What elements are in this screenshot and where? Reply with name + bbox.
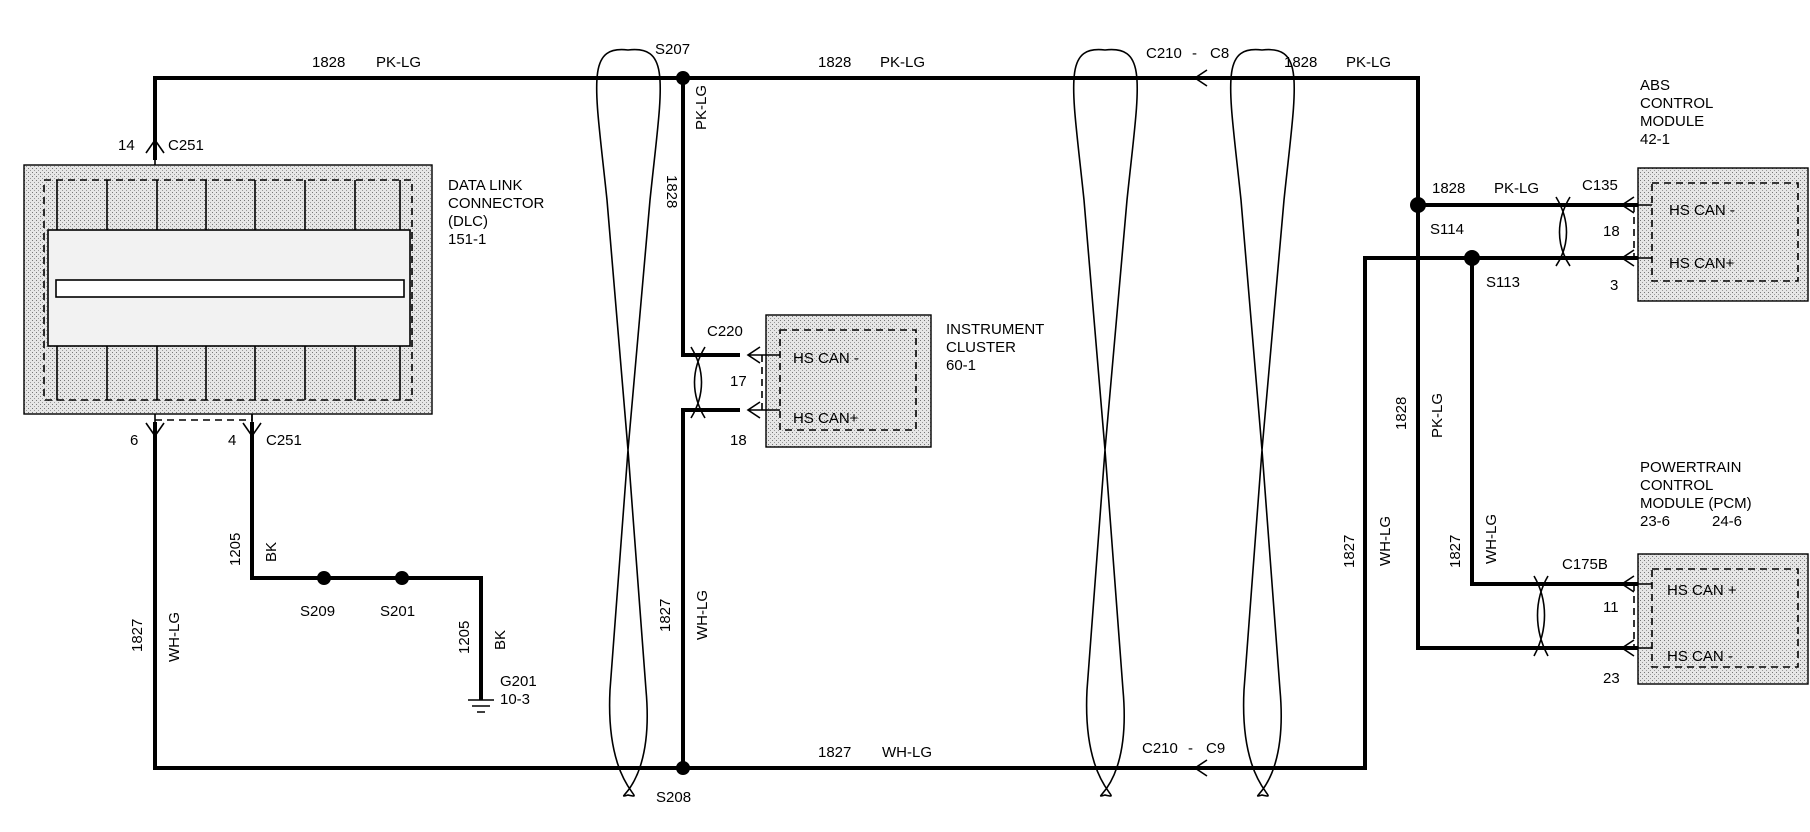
wire-label-num: 1827 [657, 599, 674, 632]
splice-label-s208: S208 [656, 789, 691, 806]
wire-label-num: 1828 [1284, 54, 1317, 71]
pcm-title-line: POWERTRAIN [1640, 459, 1741, 476]
connector-label-c9: C9 [1206, 740, 1225, 757]
splice-s113 [1464, 250, 1480, 266]
pin-number: 14 [118, 137, 135, 154]
splice-s207 [676, 71, 690, 85]
wire-label-num: 1827 [1447, 535, 1464, 568]
connector-chevrons [145, 69, 1652, 777]
wire-label-num: 1828 [1393, 397, 1410, 430]
connector-label-c175b: C175B [1562, 556, 1608, 573]
wire-label-num: 1828 [818, 54, 851, 71]
ground-icon [468, 699, 494, 713]
connector-label-dash: - [1188, 740, 1193, 757]
connector-label-c251: C251 [168, 137, 204, 154]
pin-number: 23 [1603, 670, 1620, 687]
pin-number: 4 [228, 432, 236, 449]
connector-label-dash: - [1192, 45, 1197, 62]
abs-pin-hs-can-high: HS CAN+ [1669, 255, 1735, 272]
ic-pin-hs-can-high: HS CAN+ [793, 410, 859, 427]
wire-label-num: 1828 [1432, 180, 1465, 197]
wire-label-num: 1827 [818, 744, 851, 761]
dlc-title-line: CONNECTOR [448, 195, 545, 212]
wire-label-num: 1827 [129, 619, 146, 652]
connector-label-c220: C220 [707, 323, 743, 340]
pin-number: 6 [130, 432, 138, 449]
splice-label-s113: S113 [1486, 274, 1520, 291]
pcm-title-line: CONTROL [1640, 477, 1713, 494]
abs-pin-hs-can-low: HS CAN - [1669, 202, 1735, 219]
ground-label: G201 [500, 673, 537, 690]
pcm-title-line: MODULE (PCM) [1640, 495, 1752, 512]
wire-label-color: PK-LG [1494, 180, 1539, 197]
pin-number: 18 [730, 432, 747, 449]
splice-s201 [395, 571, 409, 585]
wire-label-color: WH-LG [1483, 514, 1500, 564]
pcm-ref: 23-6 [1640, 513, 1670, 530]
pcm-title: POWERTRAIN CONTROL MODULE (PCM) 23-6 24-… [1640, 459, 1752, 530]
pin-number: 18 [1603, 223, 1620, 240]
twisted-pair-marks [690, 196, 1571, 657]
wire-label-num: 1828 [312, 54, 345, 71]
pin-number: 3 [1610, 277, 1618, 294]
ic-title-line: CLUSTER [946, 339, 1016, 356]
abs-module-component: HS CAN - HS CAN+ [1637, 167, 1809, 302]
pcm-pin-hs-can-high: HS CAN + [1667, 582, 1737, 599]
connector-label-c210: C210 [1146, 45, 1182, 62]
wire-label-num: 1827 [1341, 535, 1358, 568]
pin-number: 11 [1603, 599, 1619, 616]
ic-ref: 60-1 [946, 357, 976, 374]
ground-ref: 10-3 [500, 691, 530, 708]
splice-label-s209: S209 [300, 603, 335, 620]
wire-label-color: BK [263, 542, 280, 562]
abs-title: ABS CONTROL MODULE 42-1 [1640, 77, 1713, 148]
dlc-component [23, 164, 433, 415]
splice-s208 [676, 761, 690, 775]
wire-label-color: WH-LG [1377, 516, 1394, 566]
splice-points [317, 71, 1480, 775]
splice-s114 [1410, 197, 1426, 213]
harness-break-symbols [595, 48, 1296, 797]
instrument-cluster-title: INSTRUMENT CLUSTER 60-1 [946, 321, 1044, 374]
dlc-ref: 151-1 [448, 231, 486, 248]
abs-title-line: MODULE [1640, 113, 1704, 130]
ic-title-line: INSTRUMENT [946, 321, 1044, 338]
wire-label-color: WH-LG [166, 612, 183, 662]
pcm-ref: 24-6 [1712, 513, 1742, 530]
dlc-pin-lines [56, 180, 401, 400]
dlc-title-line: DATA LINK [448, 177, 522, 194]
splice-label-s207: S207 [655, 41, 690, 58]
wire-label-num: 1205 [227, 533, 244, 566]
abs-title-line: CONTROL [1640, 95, 1713, 112]
wire-label-num: 1828 [663, 175, 680, 208]
wire-label-color: PK-LG [1346, 54, 1391, 71]
connector-label-c8: C8 [1210, 45, 1229, 62]
abs-title-line: ABS [1640, 77, 1670, 94]
abs-ref: 42-1 [1640, 131, 1670, 148]
connector-label-c135: C135 [1582, 177, 1618, 194]
connector-label-c210: C210 [1142, 740, 1178, 757]
splice-label-s201: S201 [380, 603, 415, 620]
pcm-component: HS CAN + HS CAN - [1637, 553, 1809, 685]
pin-number: 17 [730, 373, 747, 390]
wire-label-color: PK-LG [693, 85, 710, 130]
wires [153, 76, 1638, 770]
dlc-title-line: (DLC) [448, 213, 488, 230]
wire-label-num: 1205 [456, 621, 473, 654]
ic-pin-hs-can-low: HS CAN - [793, 350, 859, 367]
wire-label-color: BK [492, 630, 509, 650]
instrument-cluster-component: HS CAN - HS CAN+ [765, 314, 932, 448]
dlc-title: DATA LINK CONNECTOR (DLC) 151-1 [448, 177, 545, 248]
wire-label-color: PK-LG [880, 54, 925, 71]
connector-label-c251: C251 [266, 432, 302, 449]
wire-label-color: WH-LG [882, 744, 932, 761]
wire-label-color: PK-LG [376, 54, 421, 71]
pcm-pin-hs-can-low: HS CAN - [1667, 648, 1733, 665]
wire-label-color: PK-LG [1429, 393, 1446, 438]
splice-label-s114: S114 [1430, 221, 1464, 238]
splice-s209 [317, 571, 331, 585]
wire-label-color: WH-LG [694, 590, 711, 640]
